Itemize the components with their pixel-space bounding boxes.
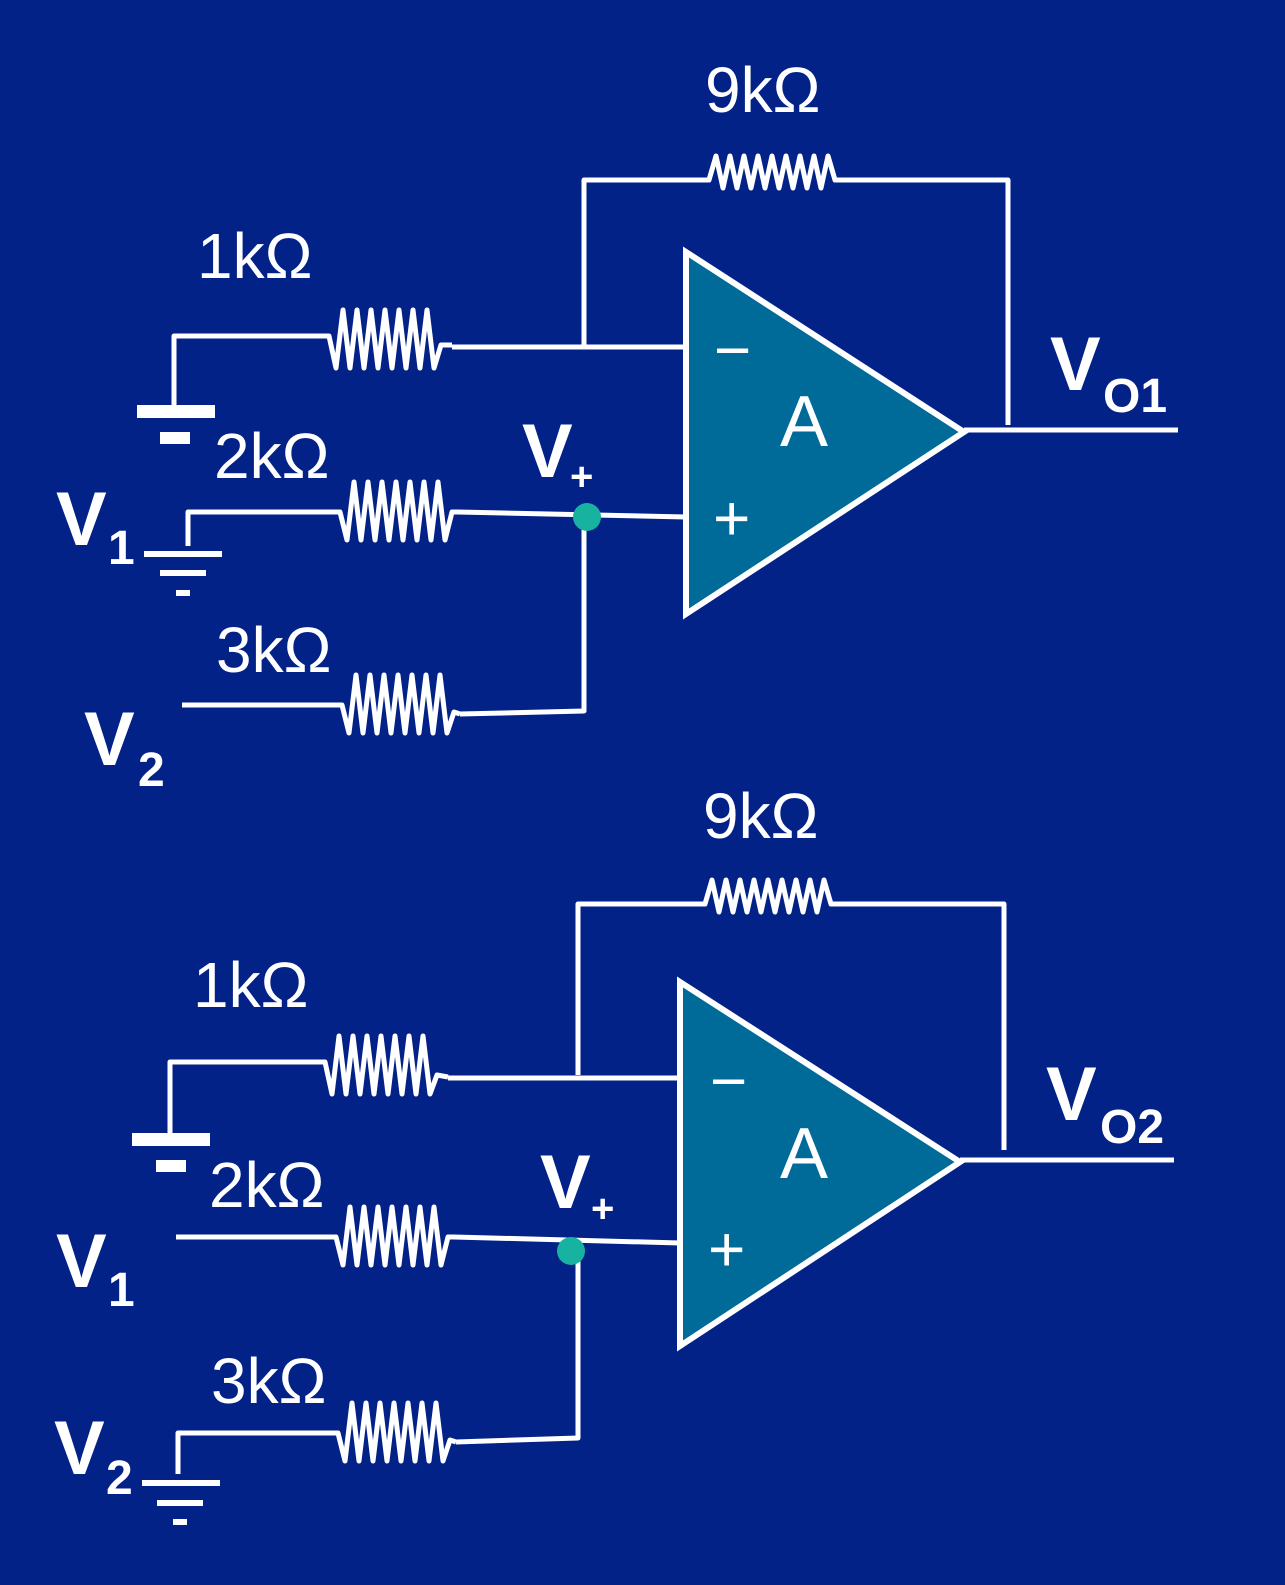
feedback-path (581, 153, 1011, 425)
circuit-2: 9kΩ 1kΩ 2kΩ 3kΩ A (54, 780, 1174, 1525)
ground-symbol (132, 1133, 210, 1172)
noninverting-input-sign: + (713, 482, 750, 554)
ground-resistor (318, 1033, 449, 1097)
feedback-path (575, 877, 1007, 1150)
ground-resistor (322, 307, 452, 371)
input-2-ground (142, 1480, 220, 1525)
output-label: VO1 (1050, 322, 1167, 423)
feedback-resistor-label: 9kΩ (705, 54, 820, 126)
inverting-input-sign: − (714, 314, 751, 386)
resistor-r2-label: 3kΩ (211, 1345, 326, 1417)
ground-leg (171, 307, 686, 408)
input-1-label: V1 (56, 1219, 135, 1317)
ground-leg (167, 1033, 680, 1135)
resistor-r2-label: 3kΩ (216, 614, 331, 686)
resistor-r1 (330, 1204, 454, 1268)
feedback-resistor (698, 877, 838, 915)
node-v-plus-dot (573, 503, 601, 531)
input-2-label: V2 (84, 697, 165, 797)
feedback-resistor (702, 153, 842, 191)
node-v-plus-label: V+ (540, 1140, 614, 1231)
noninverting-input-sign: + (708, 1213, 745, 1285)
resistor-r1-label: 2kΩ (209, 1149, 324, 1221)
input-1-ground (144, 551, 222, 596)
ground-symbol (137, 405, 215, 444)
input-1-path (185, 479, 687, 546)
node-v-plus-dot (557, 1237, 585, 1265)
circuit-1: 9kΩ 1kΩ 2kΩ 3kΩ (56, 54, 1178, 797)
resistor-r2 (332, 1400, 457, 1464)
input-2-label: V2 (54, 1406, 133, 1505)
feedback-resistor-label: 9kΩ (703, 780, 818, 852)
ground-resistor-label: 1kΩ (193, 949, 308, 1021)
input-1-label: V1 (56, 477, 135, 575)
opamp (677, 976, 966, 1352)
inverting-input-sign: − (710, 1045, 747, 1117)
opamp (683, 246, 970, 620)
ground-resistor-label: 1kΩ (197, 220, 312, 292)
resistor-r1 (334, 479, 458, 543)
opamp-label: A (780, 1114, 828, 1194)
node-v-plus-label: V+ (522, 409, 593, 499)
resistor-r2 (336, 672, 461, 736)
output-label: VO2 (1046, 1052, 1164, 1154)
opamp-label: A (780, 382, 828, 462)
input-2-path (175, 1245, 581, 1474)
resistor-r1-label: 2kΩ (214, 420, 329, 492)
input-2-path (182, 517, 587, 736)
